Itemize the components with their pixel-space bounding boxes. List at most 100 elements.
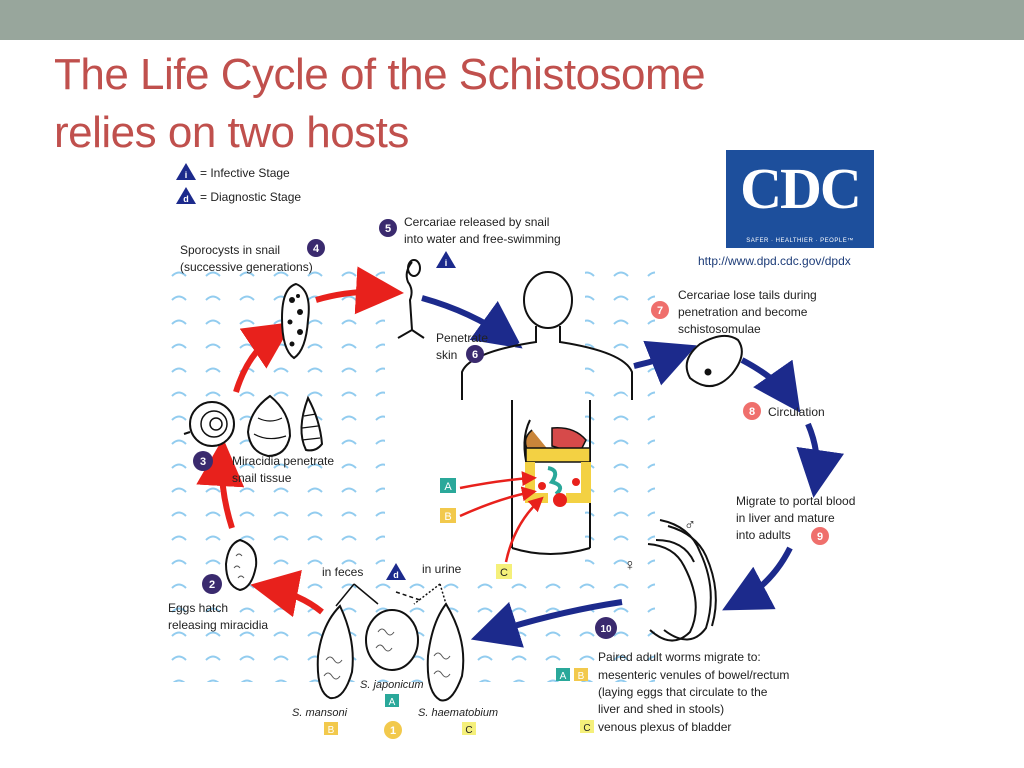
cercaria-illustration: [397, 259, 425, 339]
infective-stage-icon: i: [176, 163, 196, 180]
arrow-cercariae-to-skin: [421, 295, 523, 349]
step-10-label-line-4: liver and shed in stools): [598, 702, 724, 716]
step-9-label-line-1: Migrate to portal blood: [736, 494, 855, 508]
step-1-number: 1: [390, 725, 396, 737]
step-9-badge: 9: [811, 527, 829, 545]
step-9-label-line-2: in liver and mature: [736, 511, 835, 525]
haematobium-key-c: C: [462, 722, 476, 736]
arrow-to-portal: [796, 422, 844, 498]
japonicum-key-a: A: [385, 694, 399, 708]
male-symbol: ♂: [684, 517, 696, 534]
step-3-badge: 3: [193, 451, 213, 471]
step-7-label-line-1: Cercariae lose tails during: [678, 288, 817, 302]
step-5-badge: 5: [379, 219, 397, 237]
species-key-b-letter: B: [444, 511, 451, 523]
adult-worms-illustration: [647, 519, 717, 642]
species-key-a-letter: A: [444, 481, 452, 493]
step-7-badge: 7: [651, 301, 669, 319]
snail-oncomelania: [300, 395, 324, 452]
step-8-number: 8: [749, 406, 755, 418]
species-key-c-letter: C: [500, 567, 508, 579]
snails-illustration: [183, 394, 324, 458]
step-6-label-line-1: Penetrate: [436, 331, 488, 345]
arrow-snail-to-sporocyst: [233, 322, 293, 393]
step-3-label-line-2: snail tissue: [232, 471, 292, 485]
step-10-label-line-1: Paired adult worms migrate to:: [598, 650, 761, 664]
step-6-label-line-2: skin: [436, 348, 457, 362]
infective-letter: i: [185, 170, 188, 180]
step-4-number: 4: [313, 243, 320, 255]
blue-cycle-arrows: [421, 295, 844, 648]
step-5-stage-letter: i: [445, 258, 448, 268]
step-10-badge: 10: [595, 617, 617, 639]
species-arrows: [459, 471, 544, 563]
step-4-label-line-1: Sporocysts in snail: [180, 243, 280, 257]
species-key-c-box: C: [496, 564, 512, 579]
haematobium-label: S. haematobium: [418, 707, 498, 719]
japonicum-label: S. japonicum: [360, 679, 424, 691]
red-cycle-arrows: [196, 266, 404, 618]
infective-stage-label: = Infective Stage: [200, 166, 290, 180]
arrow-key-a: [459, 471, 537, 490]
in-feces-label: in feces: [322, 565, 363, 579]
step-9-number: 9: [817, 531, 823, 543]
arrow-key-b: [459, 486, 537, 518]
diagnostic-stage-label: = Diagnostic Stage: [200, 190, 301, 204]
human-figure: [461, 271, 633, 555]
step-2-label-line-2: releasing miracidia: [168, 618, 268, 632]
slide-title-line-2: relies on two hosts: [54, 108, 409, 157]
arrow-eggs-to-hatch: [250, 569, 324, 618]
eggs-diagnostic-letter: d: [393, 570, 399, 580]
haematobium-key-c-letter: C: [465, 725, 472, 736]
egg-haematobium: [426, 602, 465, 702]
step-10-key-a-letter: A: [560, 671, 567, 682]
snail-bulinus: [246, 394, 292, 458]
step-2-number: 2: [209, 579, 215, 591]
japonicum-key-a-letter: A: [389, 697, 396, 708]
step-8-label: Circulation: [768, 405, 825, 419]
slide-title-line-1: The Life Cycle of the Schistosome: [54, 50, 706, 99]
step-10-label-line-5: venous plexus of bladder: [598, 720, 731, 734]
step-6-number: 6: [472, 349, 478, 361]
egg-mansoni: [316, 604, 354, 700]
arrow-key-c: [504, 496, 544, 563]
sporocyst-illustration: [280, 282, 310, 360]
step-3-number: 3: [200, 456, 206, 468]
miracidium-illustration: [224, 538, 258, 592]
species-key-a-box: A: [440, 478, 456, 493]
step-7-label-line-2: penetration and become: [678, 305, 808, 319]
step-10-key-a: A: [556, 668, 570, 682]
mansoni-label: S. mansoni: [292, 707, 348, 719]
diagnostic-stage-icon: d: [176, 187, 196, 204]
arrow-to-adults: [722, 546, 793, 611]
step-10-number: 10: [600, 624, 612, 635]
step-5-label-line-1: Cercariae released by snail: [404, 215, 549, 229]
step-1-badge: 1: [384, 721, 402, 739]
mansoni-key-b-letter: B: [328, 725, 335, 736]
species-key-b-box: B: [440, 508, 456, 523]
step-10-key-b: B: [574, 668, 588, 682]
in-urine-label: in urine: [422, 562, 462, 576]
step-4-badge: 4: [307, 239, 325, 257]
arrow-skin-to-schistosomulae: [633, 340, 697, 386]
egg-connector-lines: [335, 583, 447, 607]
arrow-sporocyst-to-cercariae: [315, 266, 404, 315]
snail-planorbid: [183, 401, 235, 447]
cdc-logo-text: CDC: [740, 156, 862, 221]
step-6-badge: 6: [466, 345, 484, 363]
arrow-worms-to-eggs: [470, 599, 623, 648]
step-2-badge: 2: [202, 574, 222, 594]
schistosomula-illustration: [685, 334, 743, 387]
step-7-label-line-3: schistosomulae: [678, 322, 761, 336]
step-2-label-line-1: Eggs hatch: [168, 601, 228, 615]
step-10-key-c: C: [580, 720, 594, 734]
step-8-badge: 8: [743, 402, 761, 420]
step-10-key-b-letter: B: [578, 671, 585, 682]
legend: i = Infective Stage d = Diagnostic Stage: [176, 163, 301, 204]
step-7-number: 7: [657, 305, 663, 317]
eggs-diagnostic-icon: d: [386, 563, 406, 580]
diagnostic-letter: d: [183, 194, 189, 204]
step-4-label-line-2: (successive generations): [180, 260, 313, 274]
egg-japonicum: [365, 609, 419, 671]
